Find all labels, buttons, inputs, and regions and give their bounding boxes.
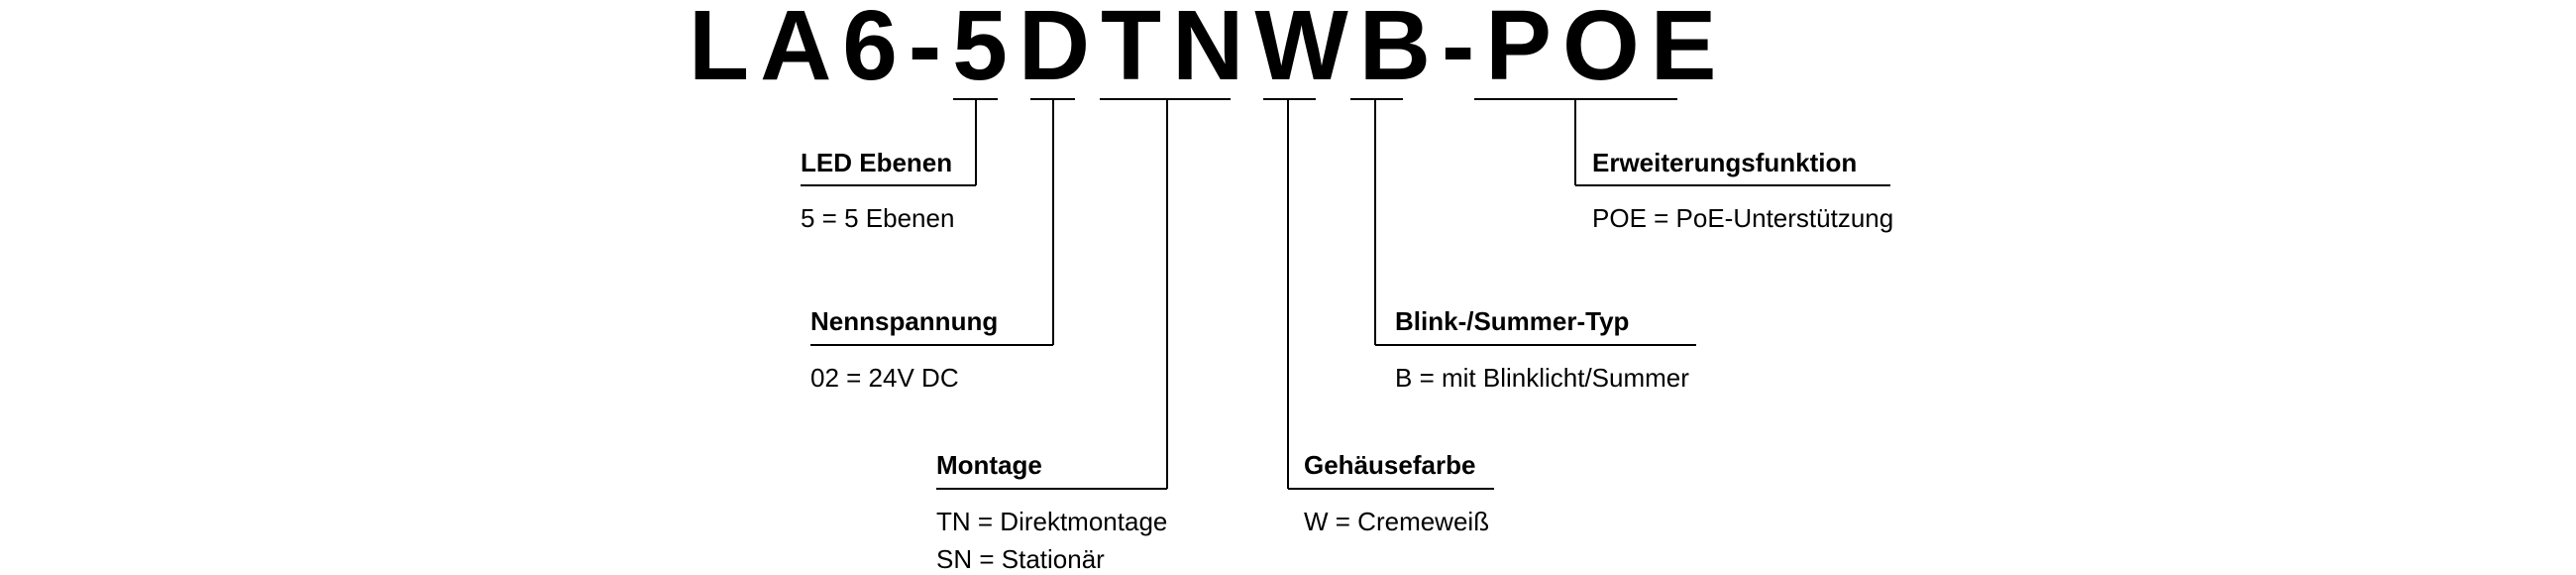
segment-gehaeusefarbe: Gehäusefarbe W = Cremeweiß [1263,98,1494,536]
segment-heading: Gehäusefarbe [1304,450,1475,480]
product-code: LA6-5DTNWB-POE [689,0,1727,101]
segment-heading: Montage [936,450,1042,480]
segment-blink-summer-typ: Blink-/Summer-Typ B = mit Blinklicht/Sum… [1350,98,1696,393]
segment-option: TN = Direktmontage [936,507,1167,536]
segment-option: POE = PoE-Unterstützung [1592,203,1893,233]
segment-erweiterungsfunktion: Erweiterungsfunktion POE = PoE-Unterstüt… [1474,98,1893,233]
segment-montage: Montage TN = Direktmontage SN = Stationä… [936,98,1231,574]
segment-option: 5 = 5 Ebenen [801,203,954,233]
segment-option: W = Cremeweiß [1304,507,1489,536]
segment-option: B = mit Blinklicht/Summer [1395,363,1689,393]
segment-heading: LED Ebenen [801,148,952,177]
segment-heading: Erweiterungsfunktion [1592,148,1857,177]
segment-heading: Blink-/Summer-Typ [1395,306,1629,336]
segment-nennspannung: Nennspannung 02 = 24V DC [810,98,1075,393]
segment-led-ebenen: LED Ebenen 5 = 5 Ebenen [801,98,998,233]
segment-option: 02 = 24V DC [810,363,959,393]
segment-option: SN = Stationär [936,544,1105,574]
segment-heading: Nennspannung [810,306,998,336]
